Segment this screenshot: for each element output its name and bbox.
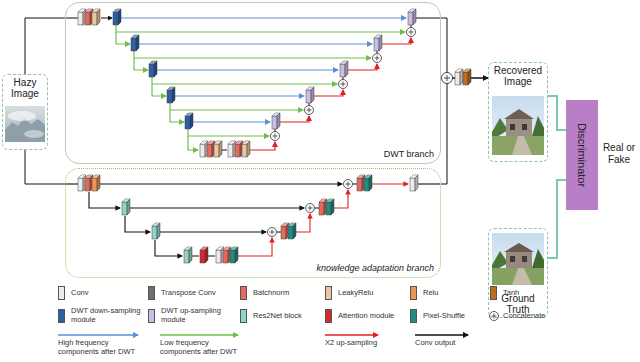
legend-swatch <box>240 309 247 323</box>
legend-swatch <box>490 286 497 300</box>
output-image-box: Ground Truth <box>488 228 548 318</box>
legend-swatch <box>148 309 155 323</box>
legend-swatch <box>410 309 417 323</box>
connector <box>25 150 65 184</box>
input-photo <box>5 106 45 142</box>
node-label: DWT branch <box>384 150 434 160</box>
legend-text: Transpose Conv <box>161 289 216 298</box>
legend-text: LeakyRelu <box>338 289 373 298</box>
legend-swatch <box>58 309 65 323</box>
legend-text: Low frequency components after DWT <box>160 339 246 356</box>
legend-text: High frequency components after DWT <box>58 339 144 356</box>
legend-text: DWT up-sampling module <box>161 307 227 324</box>
legend-text: Concatenate <box>503 312 546 321</box>
legend-text: X2 up-sampling <box>325 339 405 348</box>
connector <box>548 96 566 130</box>
output-label: Real or Fake <box>602 142 636 165</box>
ground-truth-photo <box>492 233 544 285</box>
legend-text: Tanh <box>503 289 519 298</box>
node-label: Recovered Image <box>491 65 545 87</box>
legend-text: Attention module <box>338 312 394 321</box>
legend-text: DWT down-sampling module <box>71 307 141 324</box>
legend-swatch <box>325 286 332 300</box>
connector <box>548 180 566 258</box>
legend-text: Relu <box>423 289 438 298</box>
legend-text: Res2Net block <box>253 312 302 321</box>
node-label: knowledge adaptation branch <box>316 264 434 274</box>
output-photo <box>492 96 544 155</box>
node-label: Hazy Image <box>5 77 45 99</box>
output-image-box: Recovered Image <box>488 62 548 162</box>
input-image-box: Hazy Image <box>2 74 48 150</box>
legend-swatch <box>410 286 417 300</box>
legend-text: Pixel-Shuffle <box>423 312 465 321</box>
legend-swatch <box>58 286 65 300</box>
dwt-wires <box>65 18 440 150</box>
discriminator-box: Discriminator <box>566 100 598 210</box>
node-label: Discriminator <box>576 123 588 187</box>
legend-swatch <box>325 309 332 323</box>
output-head <box>442 69 472 85</box>
legend-text: Conv <box>71 289 89 298</box>
connector <box>441 18 488 78</box>
dwt-blocks <box>78 9 416 157</box>
knowledge-wires <box>65 184 440 256</box>
legend-text: Conv output <box>415 339 495 348</box>
connector <box>441 78 488 184</box>
legend-swatch <box>148 286 155 300</box>
branch-region: DWT branch <box>65 2 441 164</box>
legend-text: Batchnorm <box>253 289 289 298</box>
knowledge-blocks <box>78 175 418 263</box>
branch-region: knowledge adaptation branch <box>65 168 441 278</box>
legend-swatch <box>240 286 247 300</box>
connector <box>25 18 65 74</box>
